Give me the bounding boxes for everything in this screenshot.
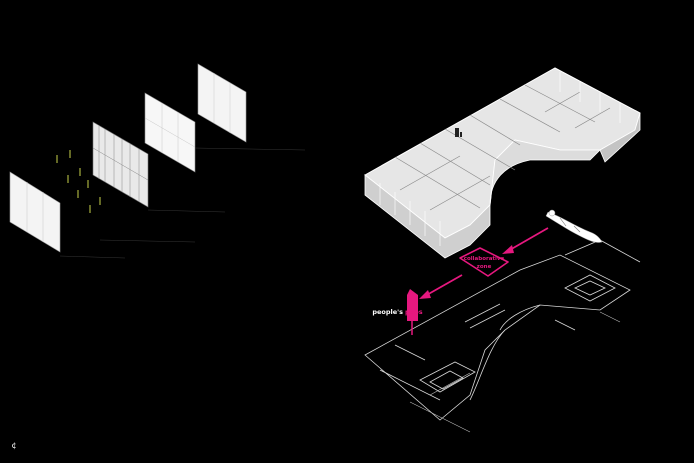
wall-openings — [455, 128, 462, 137]
sign-post-icon — [407, 289, 418, 335]
exploded-panels — [9, 63, 306, 259]
connector-ticks — [56, 150, 101, 213]
plan-rooms — [409, 311, 621, 433]
sign-label-pops: pops — [405, 308, 423, 316]
floor-plan — [364, 239, 641, 421]
building-volume — [364, 67, 641, 259]
arrow-icon — [419, 227, 549, 299]
people-icon — [545, 209, 603, 243]
bubble-line-2: zone — [477, 264, 492, 270]
panel-1 — [9, 171, 61, 253]
page-marker-icon: ¢ — [11, 441, 16, 450]
sign-label-people: people's — [372, 308, 403, 316]
panel-2-frame — [92, 121, 149, 208]
leader-lines — [59, 147, 306, 259]
panel-3-grid — [144, 92, 196, 173]
bubble-line-1: collaborative — [464, 256, 505, 262]
panel-4 — [197, 63, 247, 143]
collaborative-zone-bubble: collaborative zone — [459, 247, 509, 277]
